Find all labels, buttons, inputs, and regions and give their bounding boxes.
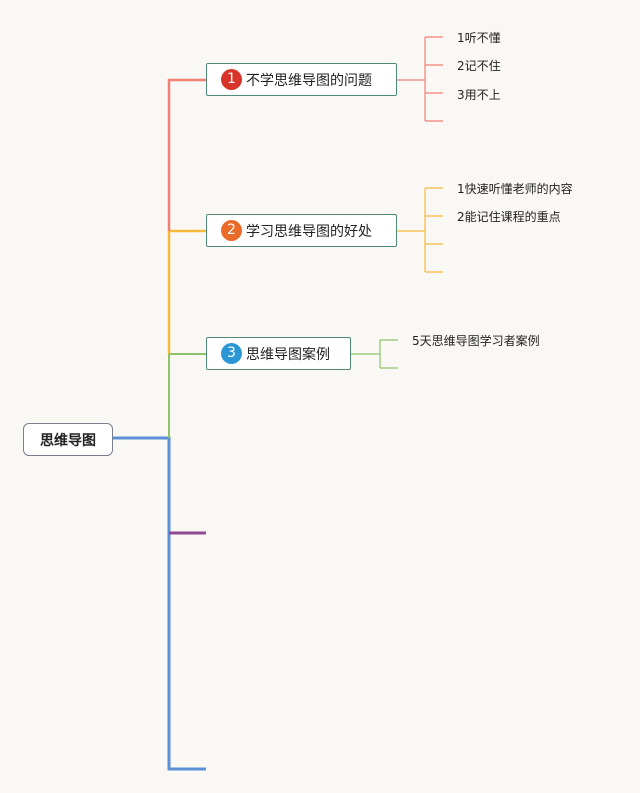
branch-node-3[interactable]: 3 思维导图案例 — [206, 337, 351, 370]
leaf-node[interactable]: 2记不住 — [457, 59, 501, 73]
root-node-label: 思维导图 — [40, 432, 96, 449]
leaf-node[interactable]: 5天思维导图学习者案例 — [412, 334, 540, 348]
branch-2-connector — [167, 229, 206, 354]
number-badge-icon: 1 — [221, 69, 242, 90]
number-badge-icon: 2 — [221, 220, 242, 241]
leaf-node[interactable]: 1快速听懂老师的内容 — [457, 182, 573, 196]
branch-1-connector — [167, 78, 206, 231]
branch-3-leaf-connectors — [351, 339, 398, 369]
branch-3-connector — [168, 353, 206, 438]
root-node[interactable]: 思维导图 — [23, 423, 113, 456]
trunk-connector — [113, 436, 206, 771]
branch-2-leaf-connectors — [397, 187, 443, 273]
branch-node-label: 不学思维导图的问题 — [246, 72, 372, 89]
leaf-node[interactable]: 3用不上 — [457, 88, 501, 102]
branch-node-label: 学习思维导图的好处 — [246, 223, 372, 240]
leaf-node[interactable]: 1听不懂 — [457, 31, 501, 45]
number-badge-icon: 3 — [221, 343, 242, 364]
leaf-node[interactable]: 2能记住课程的重点 — [457, 210, 561, 224]
branch-1-leaf-connectors — [397, 36, 443, 122]
branch-node-label: 思维导图案例 — [246, 346, 330, 363]
branch-node-2[interactable]: 2 学习思维导图的好处 — [206, 214, 397, 247]
branch-node-1[interactable]: 1 不学思维导图的问题 — [206, 63, 397, 96]
